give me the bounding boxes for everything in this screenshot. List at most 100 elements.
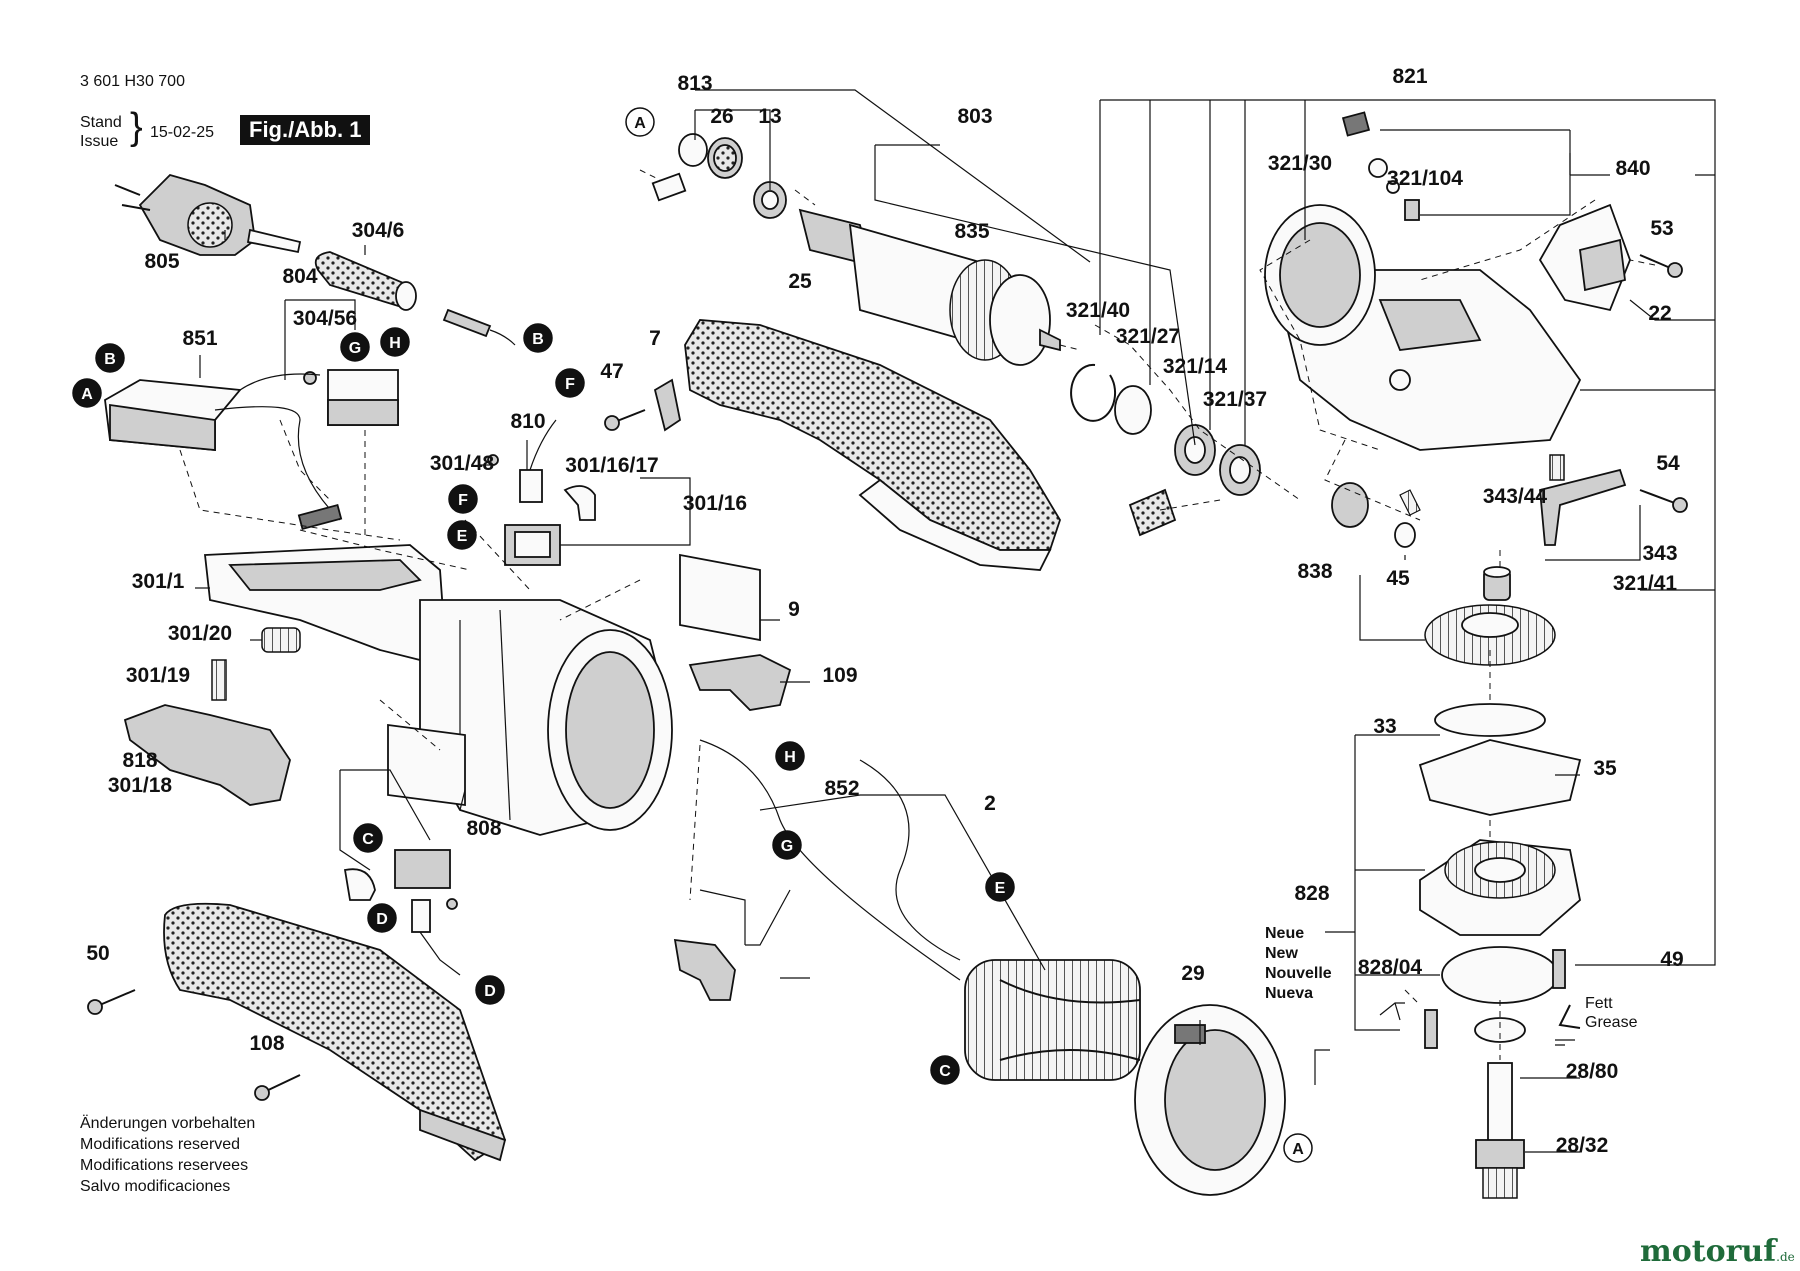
marker-h: H <box>775 741 805 771</box>
part-label-9: 9 <box>788 598 800 621</box>
part-label-49: 49 <box>1660 948 1683 971</box>
spindle-lock-343 <box>1539 454 1688 546</box>
screw-47 <box>604 409 646 431</box>
cable-plug-805 <box>114 173 302 256</box>
marker-d: D <box>367 903 397 933</box>
part-label-28-32: 28/32 <box>1556 1134 1609 1157</box>
cover-part-109 <box>688 654 792 711</box>
brush-holder <box>504 524 561 566</box>
document-number: 3 601 H30 700 <box>80 73 185 90</box>
marker-letter: E <box>995 880 1006 897</box>
part-label-343-44: 343/44 <box>1483 485 1548 508</box>
part-label-301-20: 301/20 <box>168 622 232 645</box>
watermark-logo: motoruf.de <box>1640 1234 1795 1269</box>
part-label-828: 828 <box>1294 882 1329 905</box>
spring-301-20 <box>261 627 301 653</box>
stand-label: Stand <box>80 114 122 131</box>
marker-g: G <box>340 332 370 362</box>
new-label-fr: Nouvelle <box>1265 965 1332 982</box>
marker-b: B <box>523 323 553 353</box>
gear-head-821 <box>1264 111 1631 451</box>
part-label-26: 26 <box>710 105 733 128</box>
marker-f: F <box>448 484 478 514</box>
screws-50 <box>87 989 301 1101</box>
bearing-813-group <box>651 133 787 219</box>
suppressor-304-56 <box>239 369 399 426</box>
issue-label: Issue <box>80 133 119 150</box>
marker-letter: H <box>784 749 796 766</box>
part-label-28-80: 28/80 <box>1566 1060 1619 1083</box>
part-label-852: 852 <box>824 777 859 800</box>
part-label-810: 810 <box>510 410 545 433</box>
marker-letter: D <box>376 911 388 928</box>
bearing-321-37 <box>1219 444 1261 496</box>
carbon-brush-810 <box>487 419 596 521</box>
part-label-821: 821 <box>1392 65 1427 88</box>
grease-label-de: Fett <box>1585 995 1613 1012</box>
part-label-33: 33 <box>1373 715 1396 738</box>
part-label-301-18: 301/18 <box>108 774 173 797</box>
bracket-108 <box>673 938 736 1001</box>
watermark-brand: motoruf <box>1640 1234 1777 1269</box>
marker-letter: C <box>362 831 374 848</box>
label-808 <box>387 723 466 807</box>
part-label-813: 813 <box>677 72 712 95</box>
spring-301-19 <box>211 659 227 701</box>
handle-25-bottom <box>163 902 507 1162</box>
marker-letter: D <box>484 983 496 1000</box>
marker-c: C <box>930 1055 960 1085</box>
new-label-de: Neue <box>1265 925 1304 942</box>
part-label-25: 25 <box>788 270 812 293</box>
part-label-804: 804 <box>282 265 317 288</box>
part-label-803: 803 <box>957 105 992 128</box>
part-label-840: 840 <box>1615 157 1650 180</box>
pinion-838 <box>1331 482 1421 548</box>
marker-letter: A <box>81 386 93 403</box>
part-label-301-16: 301/16 <box>683 492 747 515</box>
part-label-321-27: 321/27 <box>1116 325 1180 348</box>
ring-321-27 <box>1114 385 1152 435</box>
ring-33 <box>1434 703 1546 737</box>
marker-d: D <box>475 975 505 1005</box>
new-label-es: Nueva <box>1265 985 1313 1002</box>
marker-e: E <box>447 520 477 550</box>
part-label-805: 805 <box>144 250 179 273</box>
brush-holder-lower <box>343 849 461 976</box>
part-label-343: 343 <box>1642 542 1677 565</box>
new-labels: Neue New Nouvelle Nueva <box>1265 925 1355 1002</box>
marker-letter: G <box>349 340 361 357</box>
part-label-7: 7 <box>649 327 661 350</box>
gasket-35 <box>1418 739 1582 816</box>
part-label-35: 35 <box>1593 757 1617 780</box>
screws-49 <box>1424 949 1566 1049</box>
part-label-321-37: 321/37 <box>1203 388 1267 411</box>
part-label-321-41: 321/41 <box>1613 572 1678 595</box>
watermark-tld: .de <box>1776 1250 1795 1264</box>
handle-housing-25-top <box>684 319 1061 571</box>
note-es: Salvo modificaciones <box>80 1178 231 1195</box>
washer <box>1474 1017 1526 1043</box>
part-label-301-19: 301/19 <box>126 664 190 687</box>
part-label-301-16/17: 301/16/17 <box>565 454 658 477</box>
bracket-818 <box>123 704 291 806</box>
brace-glyph: } <box>130 106 143 148</box>
part-label-321-104: 321/104 <box>1387 167 1463 190</box>
new-label-en: New <box>1265 945 1298 962</box>
marker-c: C <box>353 823 383 853</box>
marker-e: E <box>985 872 1015 902</box>
bearing-321-41 <box>1483 566 1511 601</box>
screw-53 <box>1639 254 1683 278</box>
ring-828-04 <box>1441 946 1559 1004</box>
part-label-22: 22 <box>1648 302 1671 325</box>
marker-letter: A <box>1292 1141 1304 1158</box>
marker-a: A <box>1283 1133 1313 1163</box>
part-label-321-30: 321/30 <box>1268 152 1332 175</box>
note-de: Änderungen vorbehalten <box>80 1115 256 1132</box>
part-label-828-04: 828/04 <box>1358 956 1423 979</box>
part-label-301-1: 301/1 <box>132 570 185 593</box>
part-label-50: 50 <box>86 942 109 965</box>
part-label-838: 838 <box>1297 560 1332 583</box>
part-label-53: 53 <box>1650 217 1673 240</box>
marker-letter: B <box>104 351 116 368</box>
